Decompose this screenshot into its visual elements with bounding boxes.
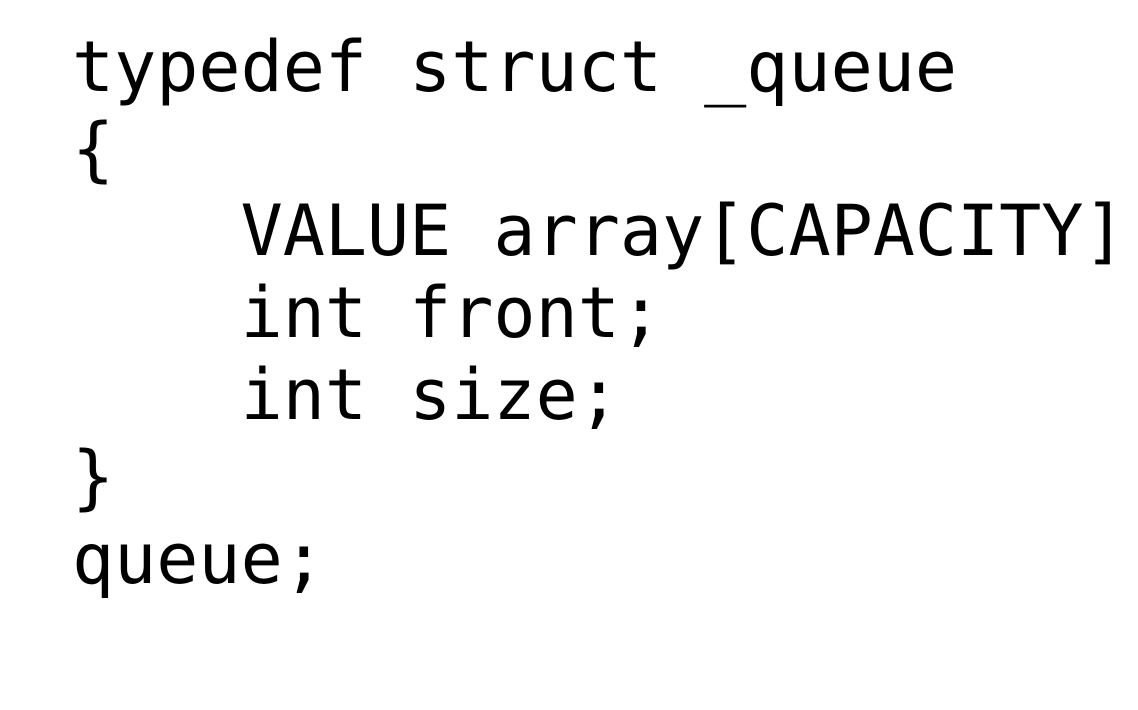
code-block: typedef struct _queue{ VALUE array[CAPAC… [72,26,1138,600]
code-line-size-field: int size; [72,354,620,436]
code-line-close-brace: } [72,436,115,518]
code-line-typename: queue; [72,518,325,600]
code-line-front-field: int front; [72,272,663,354]
code-line-typedef: typedef struct _queue [72,26,958,108]
code-line-array-field: VALUE array[CAPACITY]; [72,190,1138,272]
code-line-open-brace: { [72,108,115,190]
